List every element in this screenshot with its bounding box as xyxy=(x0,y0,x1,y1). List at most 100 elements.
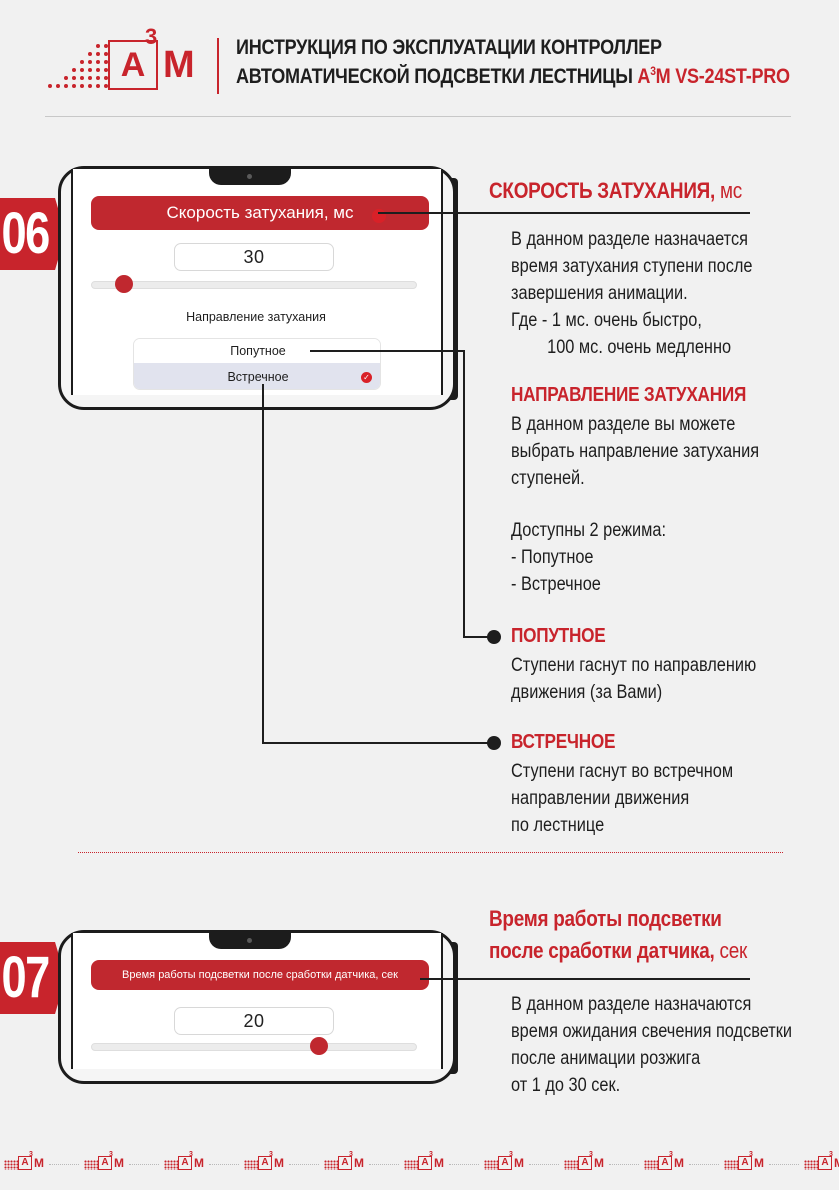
connector-speed xyxy=(378,212,750,214)
speed-title-unit: мс xyxy=(715,178,742,203)
mode-vstrechnoe-line: Ступени гаснут во встречном xyxy=(511,761,734,782)
title-model-a: A xyxy=(637,65,651,88)
mode-vstrechnoe-desc: Ступени гаснут во встречном направлении … xyxy=(511,758,733,839)
phone-notch xyxy=(209,169,291,185)
direction-desc: В данном разделе вы можете выбрать напра… xyxy=(511,411,759,492)
footer-separator xyxy=(449,1164,479,1165)
value-field[interactable]: 20 xyxy=(174,1007,334,1035)
footer-logo-m: M xyxy=(674,1156,684,1170)
connector-vstrechnoe-h xyxy=(262,742,492,744)
speed-title-text: СКОРОСТЬ ЗАТУХАНИЯ, xyxy=(489,178,716,203)
footer-logo-dots xyxy=(404,1160,418,1170)
title-model-sup: 3 xyxy=(650,64,656,78)
footer-logo-sup: 3 xyxy=(429,1151,433,1158)
slider-track[interactable] xyxy=(91,1043,417,1051)
footer-logo-a: A xyxy=(338,1156,352,1170)
mode-poputnoe-desc: Ступени гаснут по направлению движения (… xyxy=(511,652,756,706)
direction-title: НАПРАВЛЕНИЕ ЗАТУХАНИЯ xyxy=(511,384,747,406)
footer-logo-a: A xyxy=(18,1156,32,1170)
bullet-vstrechnoe-icon xyxy=(487,736,501,750)
slider-thumb[interactable] xyxy=(114,275,133,293)
connector-time xyxy=(420,978,750,980)
value-field[interactable]: 30 xyxy=(174,243,334,271)
footer-logo-dots xyxy=(724,1160,738,1170)
modes-desc-line: Доступны 2 режима: xyxy=(511,520,667,541)
time-title-line-1: Время работы подсветки xyxy=(489,906,722,931)
footer-logo-m: M xyxy=(594,1156,604,1170)
speed-desc-line: В данном разделе назначается xyxy=(511,229,748,250)
footer-separator xyxy=(49,1164,79,1165)
connector-poputnoe-h2 xyxy=(463,636,493,638)
speed-desc-line: завершения анимации. xyxy=(511,283,688,304)
footer-logo-a: A xyxy=(738,1156,752,1170)
section-divider xyxy=(78,852,783,853)
footer-logo-m: M xyxy=(754,1156,764,1170)
footer-separator xyxy=(609,1164,639,1165)
page-title-line-1: ИНСТРУКЦИЯ ПО ЭКСПЛУАТАЦИИ КОНТРОЛЛЕР xyxy=(236,36,662,59)
check-icon: ✓ xyxy=(361,372,372,383)
slider-thumb[interactable] xyxy=(310,1037,329,1055)
footer-logo-sup: 3 xyxy=(589,1151,593,1158)
speed-desc-line: время затухания ступени после xyxy=(511,256,753,277)
footer-logo-dots xyxy=(4,1160,18,1170)
footer-logo-sup: 3 xyxy=(829,1151,833,1158)
footer-logo-dots xyxy=(84,1160,98,1170)
footer-logo-a: A xyxy=(258,1156,272,1170)
footer-logo-a: A xyxy=(658,1156,672,1170)
footer-logo-sup: 3 xyxy=(109,1151,113,1158)
footer-logo-sup: 3 xyxy=(749,1151,753,1158)
time-title-line-2: после сработки датчика, сек xyxy=(489,938,747,964)
footer-separator xyxy=(129,1164,159,1165)
bullet-poputnoe-icon xyxy=(487,630,501,644)
footer-separator xyxy=(369,1164,399,1165)
footer-separator xyxy=(209,1164,239,1165)
footer-logo-a: A xyxy=(178,1156,192,1170)
phone-screen: Время работы подсветки после сработки да… xyxy=(71,933,443,1069)
connector-poputnoe-h1 xyxy=(310,350,464,352)
footer-logo-sup: 3 xyxy=(509,1151,513,1158)
speed-title: СКОРОСТЬ ЗАТУХАНИЯ, мс xyxy=(489,178,742,204)
time-desc-line: время ожидания свечения подсветки xyxy=(511,1021,793,1042)
time-desc: В данном разделе назначаются время ожида… xyxy=(511,991,792,1099)
footer-logo-sup: 3 xyxy=(349,1151,353,1158)
camera-icon xyxy=(247,938,252,943)
camera-icon xyxy=(247,174,252,179)
mode-vstrechnoe-line: направлении движения xyxy=(511,788,690,809)
logo-divider xyxy=(217,38,219,94)
speed-desc-line: 100 мс. очень медленно xyxy=(547,337,732,358)
speed-desc: В данном разделе назначается время затух… xyxy=(511,226,753,361)
time-desc-line: после анимации розжига xyxy=(511,1048,701,1069)
phone-frame: Скорость затухания, мс 30 Направление за… xyxy=(58,166,456,410)
title-model-rest: M VS-24ST-PRO xyxy=(655,65,790,88)
footer-logo-m: M xyxy=(194,1156,204,1170)
footer-logo-dots xyxy=(564,1160,578,1170)
footer-separator xyxy=(769,1164,799,1165)
logo-dots-decoration xyxy=(48,44,108,88)
footer-logo-a: A xyxy=(418,1156,432,1170)
footer-logo-m: M xyxy=(274,1156,284,1170)
phone-frame: Время работы подсветки после сработки да… xyxy=(58,930,456,1084)
footer-logo-m: M xyxy=(34,1156,44,1170)
option-vstrechnoe[interactable]: Встречное ✓ xyxy=(134,363,380,389)
footer-logo-a: A xyxy=(818,1156,832,1170)
option-vstrechnoe-label: Встречное xyxy=(227,370,289,384)
footer-separator xyxy=(289,1164,319,1165)
footer-logo-a: A xyxy=(498,1156,512,1170)
phone-notch xyxy=(209,933,291,949)
footer-logo-dots xyxy=(164,1160,178,1170)
setting-header-bar: Время работы подсветки после сработки да… xyxy=(91,960,429,990)
slider-track[interactable] xyxy=(91,281,417,289)
footer-logo-dots xyxy=(644,1160,658,1170)
connector-vstrechnoe-v xyxy=(262,384,264,743)
option-poputnoe-label: Попутное xyxy=(230,344,286,358)
speed-desc-line: Где - 1 мс. очень быстро, xyxy=(511,310,702,331)
footer-separator xyxy=(689,1164,719,1165)
setting-header-label: Время работы подсветки после сработки да… xyxy=(122,969,398,981)
modes-desc-line: - Встречное xyxy=(511,574,601,595)
direction-desc-line: В данном разделе вы можете xyxy=(511,414,736,435)
footer-logo-dots xyxy=(804,1160,818,1170)
footer-logo-sup: 3 xyxy=(29,1151,33,1158)
footer-logo-dots xyxy=(324,1160,338,1170)
phone-screen: Скорость затухания, мс 30 Направление за… xyxy=(71,169,443,395)
logo-m: M xyxy=(163,44,195,86)
